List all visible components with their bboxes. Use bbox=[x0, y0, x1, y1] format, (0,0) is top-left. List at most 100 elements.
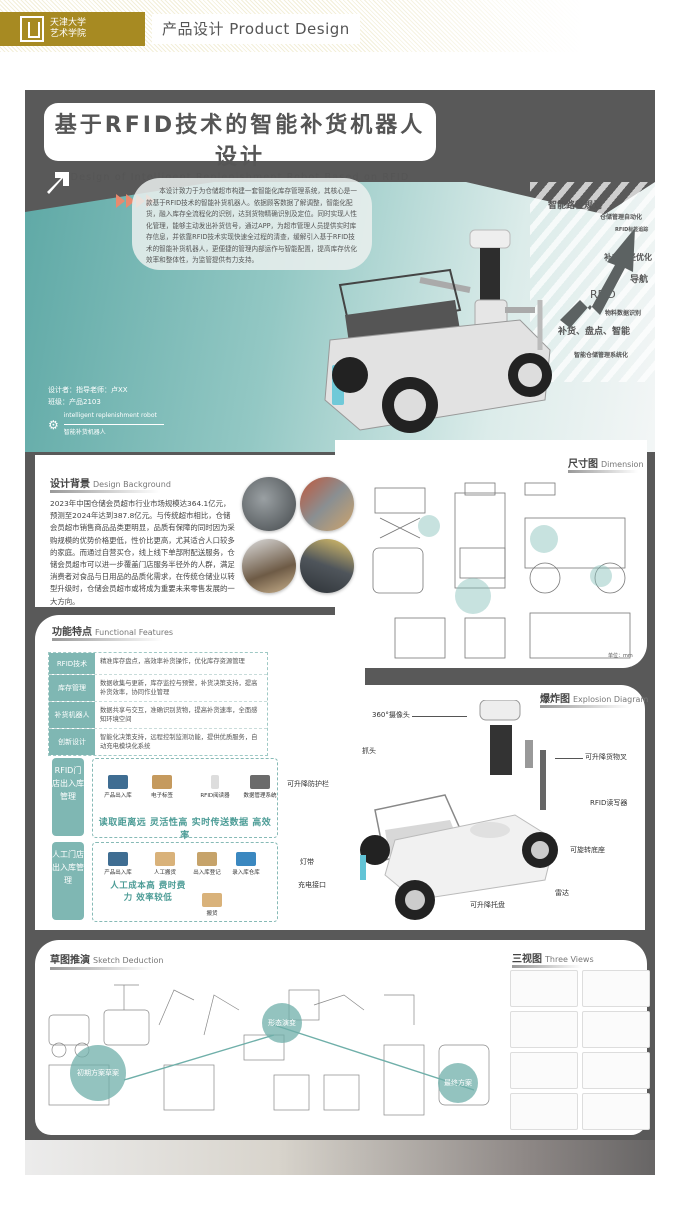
background-text: 2023年中国仓储会员超市行业市场规模达364.1亿元，预测至2024年达到38… bbox=[50, 499, 235, 606]
class-name: 班级：产品2103 bbox=[48, 398, 101, 406]
flow-step: 数据管理系统 bbox=[240, 775, 280, 799]
title-chinese: 基于RFID技术的智能补货机器人设计 bbox=[54, 113, 426, 170]
truck-icon bbox=[108, 852, 128, 866]
robot-arm-icon: ⚙ bbox=[48, 417, 59, 432]
flow-step: 人工搬货 bbox=[145, 852, 185, 876]
three-views-grid bbox=[510, 970, 650, 1130]
keyword-3: RFID标签追踪 bbox=[615, 227, 649, 233]
label-gripper: 抓头 bbox=[362, 747, 376, 755]
view-top-2 bbox=[510, 1052, 578, 1089]
view-front-2 bbox=[582, 1093, 650, 1130]
designer-name: 设计者：指导老师：卢XX bbox=[48, 386, 128, 394]
poster-title: 基于RFID技术的智能补货机器人设计 Design of Intelligent… bbox=[44, 103, 436, 194]
tagline-cn: 智能补货机器人 bbox=[63, 429, 106, 436]
photo-warehouse-exterior bbox=[242, 477, 296, 531]
logo-line-1: 天津大学 bbox=[50, 18, 87, 28]
keyword-7: 物料数据识别 bbox=[605, 310, 642, 317]
dimension-unit: 单位：mm bbox=[608, 653, 633, 659]
server-icon bbox=[250, 775, 270, 789]
label-light-strip: 灯带 bbox=[300, 858, 314, 866]
flow-step: 搬货 bbox=[192, 893, 232, 917]
explosion-title-bar bbox=[540, 705, 630, 708]
keyword-2: 仓储管理自动化 bbox=[600, 214, 643, 221]
table-row: 补货机器人数据共享与交互，准确识别货物，提高补货速率，全面感知环境空间 bbox=[49, 702, 267, 729]
flow-box-rfid bbox=[92, 758, 278, 838]
flow-step: 出入库登记 bbox=[187, 852, 227, 876]
dimension-card bbox=[335, 440, 647, 668]
label-guardrail: 可升降防护栏 bbox=[287, 780, 329, 788]
features-table: RFID技术精准库存盘点，高效率补货操作，优化库存资源管理 库存管理数据收集与更… bbox=[48, 652, 268, 756]
logo-icon bbox=[20, 16, 44, 42]
worker-icon bbox=[155, 852, 175, 866]
flow-highlight-manual: 人工成本高 费时费力 效率较低 bbox=[110, 881, 186, 903]
intro-text: 本设计致力于为仓储超市构建一套智能化库存管理系统，其核心是一款基于RFID技术的… bbox=[132, 178, 372, 270]
arrow-up-right-icon bbox=[47, 172, 69, 194]
flow-box-manual bbox=[92, 842, 278, 922]
view-top bbox=[510, 970, 578, 1007]
table-row: 创新设计智能化决策支持，远程控制监测功能，提供优质服务，自动充电模块化系统 bbox=[49, 729, 267, 755]
features-title-bar bbox=[52, 638, 162, 641]
flow-step: RFID阅读器 bbox=[195, 775, 235, 799]
flow-highlight-rfid: 读取距离远 灵活性高 实时传送数据 高效率 bbox=[98, 818, 272, 841]
worker-carry-icon bbox=[202, 893, 222, 907]
table-row: 库存管理数据收集与更新，库存监控与预警，补货决策支持，提高补货效率，协同作业管理 bbox=[49, 675, 267, 702]
three-views-title-bar bbox=[512, 965, 582, 968]
sketch-stage-initial: 初期方案草案 bbox=[70, 1045, 126, 1101]
clipboard-icon bbox=[197, 852, 217, 866]
rfid-reader-icon bbox=[211, 775, 219, 789]
banner-fade bbox=[360, 0, 680, 52]
accent-dot bbox=[590, 565, 612, 587]
label-camera: 360°摄像头 bbox=[372, 711, 410, 719]
category-title: 产品设计 Product Design bbox=[152, 14, 360, 44]
photo-warehouse-shelves bbox=[300, 477, 354, 531]
photo-worker-stocking bbox=[242, 539, 296, 593]
flow-step: 电子标签 bbox=[142, 775, 182, 799]
keyword-1: 智能路径规划 bbox=[548, 201, 603, 211]
diagonal-stripes bbox=[530, 182, 655, 382]
view-front bbox=[582, 1011, 650, 1048]
table-row: RFID技术精准库存盘点，高效率补货操作，优化库存资源管理 bbox=[49, 653, 267, 675]
warehouse-icon bbox=[236, 852, 256, 866]
accent-dot bbox=[530, 525, 558, 553]
logo-line-2: 艺术学院 bbox=[50, 29, 87, 39]
sketch-stage-evolution: 形态演变 bbox=[262, 1003, 302, 1043]
accent-dot bbox=[455, 578, 491, 614]
box-icon bbox=[152, 775, 172, 789]
label-rotating-base: 可旋转底座 bbox=[570, 846, 605, 854]
sketch-title-bar bbox=[50, 967, 150, 970]
leader-line bbox=[412, 716, 467, 717]
truck-icon bbox=[108, 775, 128, 789]
label-rfid-reader: RFID读写器 bbox=[590, 799, 628, 807]
view-side bbox=[510, 1011, 578, 1048]
view-iso-2 bbox=[582, 1052, 650, 1089]
photo-supermarket-aisle bbox=[300, 539, 354, 593]
dimension-title-bar bbox=[568, 470, 638, 473]
dimension-drawings bbox=[372, 482, 631, 659]
label-radar: 雷达 bbox=[555, 889, 569, 897]
view-side-2 bbox=[510, 1093, 578, 1130]
sketch-drawings bbox=[48, 984, 490, 1116]
label-lifting-tray: 可升降托盘 bbox=[470, 901, 505, 909]
keyword-5: 导航 bbox=[630, 275, 649, 285]
sketch-stage-final: 最终方案 bbox=[438, 1063, 478, 1103]
exploded-robot-render bbox=[360, 700, 558, 920]
label-charging-port: 充电接口 bbox=[298, 881, 326, 889]
poster-bottom-gradient bbox=[25, 1140, 655, 1175]
flow-step: 录入库仓库 bbox=[226, 852, 266, 876]
designer-meta: 设计者：指导老师：卢XX 班级：产品2103 ⚙ intelligent rep… bbox=[48, 384, 164, 439]
accent-dot bbox=[418, 515, 440, 537]
flow-tag-manual: 人工门店出入库管理 bbox=[52, 842, 84, 920]
flow-step: 产品出入库 bbox=[98, 775, 138, 799]
tagline-en: intelligent replenishment robot bbox=[63, 412, 157, 419]
robot-render bbox=[324, 229, 552, 433]
school-logo: 天津大学 艺术学院 bbox=[0, 12, 145, 46]
growth-arrow-icon bbox=[560, 228, 635, 328]
flow-step: 产品出入库 bbox=[98, 852, 138, 876]
background-title-bar bbox=[50, 490, 160, 493]
